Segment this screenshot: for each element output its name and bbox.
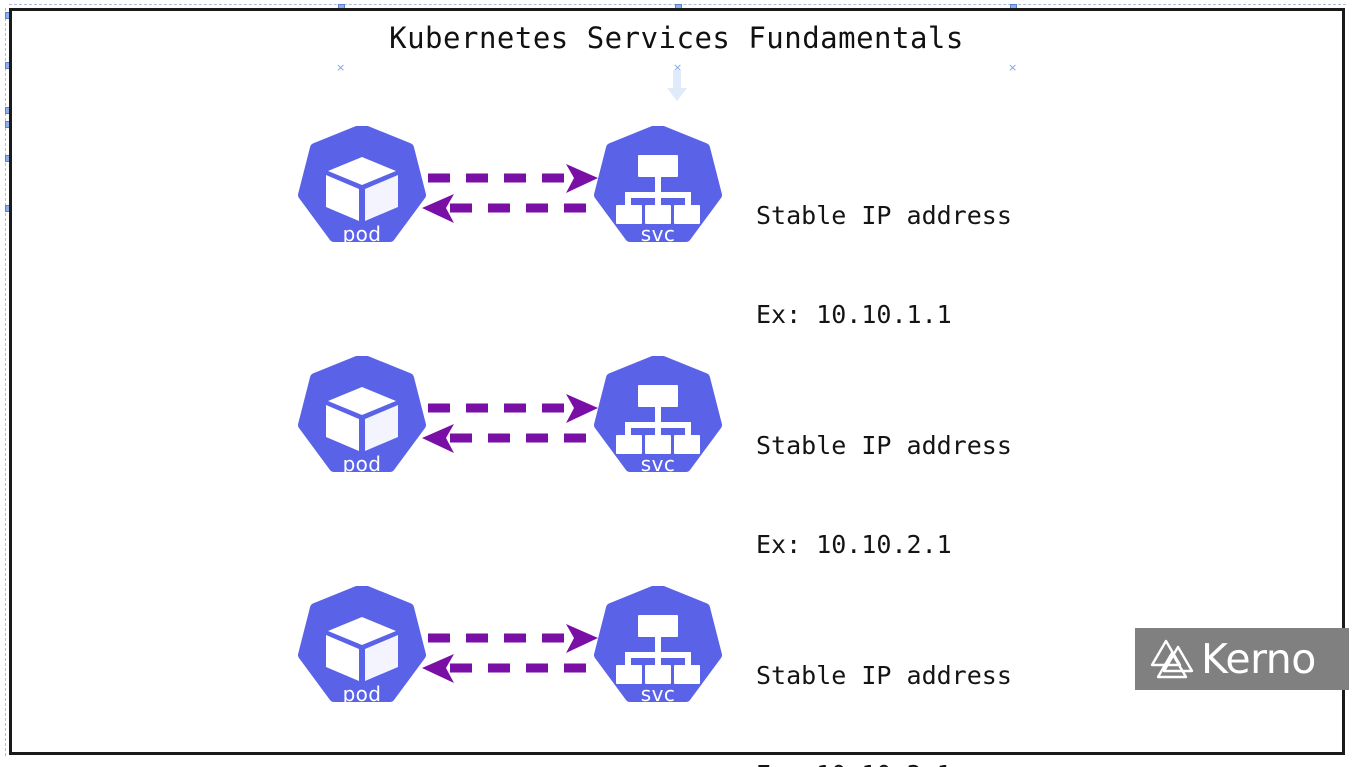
- page-title: Kubernetes Services Fundamentals: [389, 21, 964, 55]
- arrowhead-right: [566, 394, 598, 423]
- svc-node[interactable]: svc: [594, 356, 722, 489]
- svc-node[interactable]: svc: [594, 126, 722, 259]
- down-arrow-handle-icon[interactable]: [666, 70, 688, 102]
- pod-node[interactable]: pod: [298, 586, 426, 719]
- service-row: pod: [0, 126, 1353, 329]
- cube-icon: [326, 387, 398, 451]
- pod-node[interactable]: pod: [298, 356, 426, 489]
- stable-ip-title: Stable IP address: [756, 201, 1012, 230]
- stable-ip-example: Ex: 10.10.3.1: [756, 758, 1012, 767]
- x-handle-icon-1[interactable]: [336, 63, 345, 72]
- stable-ip-example: Ex: 10.10.1.1: [756, 300, 952, 329]
- arrowhead-left: [422, 424, 454, 453]
- stable-ip-block: Stable IP address Ex: 10.10.3.1: [756, 593, 1012, 767]
- hierarchy-tree-icon: [616, 385, 700, 454]
- stable-ip-title: Stable IP address: [756, 431, 1012, 460]
- kerno-wordmark: Kerno: [1201, 634, 1316, 683]
- pod-svc-arrow-pair: [420, 620, 600, 690]
- interlocking-triangles-icon: [1149, 638, 1195, 680]
- stable-ip-title: Stable IP address: [756, 661, 1012, 690]
- pod-svc-arrow-pair: [420, 160, 600, 230]
- svc-node[interactable]: svc: [594, 586, 722, 719]
- arrowhead-left: [422, 194, 454, 223]
- hierarchy-tree-icon: [616, 615, 700, 684]
- cube-icon: [326, 157, 398, 221]
- cube-icon: [326, 617, 398, 681]
- kerno-watermark: Kerno: [1135, 628, 1349, 690]
- arrowhead-left: [422, 654, 454, 683]
- arrowhead-right: [566, 164, 598, 193]
- guide-line-vertical: [5, 8, 6, 756]
- arrowhead-right: [566, 624, 598, 653]
- pod-node[interactable]: pod: [298, 126, 426, 259]
- stable-ip-example: Ex: 10.10.2.1: [756, 530, 952, 559]
- pod-svc-arrow-pair: [420, 390, 600, 460]
- stable-ip-block: Stable IP address Ex: 10.10.2.1: [756, 363, 1012, 627]
- stable-ip-block: Stable IP address Ex: 10.10.1.1: [756, 133, 1012, 397]
- hierarchy-tree-icon: [616, 155, 700, 224]
- x-handle-icon-3[interactable]: [1008, 63, 1017, 72]
- service-row: pod: [0, 356, 1353, 559]
